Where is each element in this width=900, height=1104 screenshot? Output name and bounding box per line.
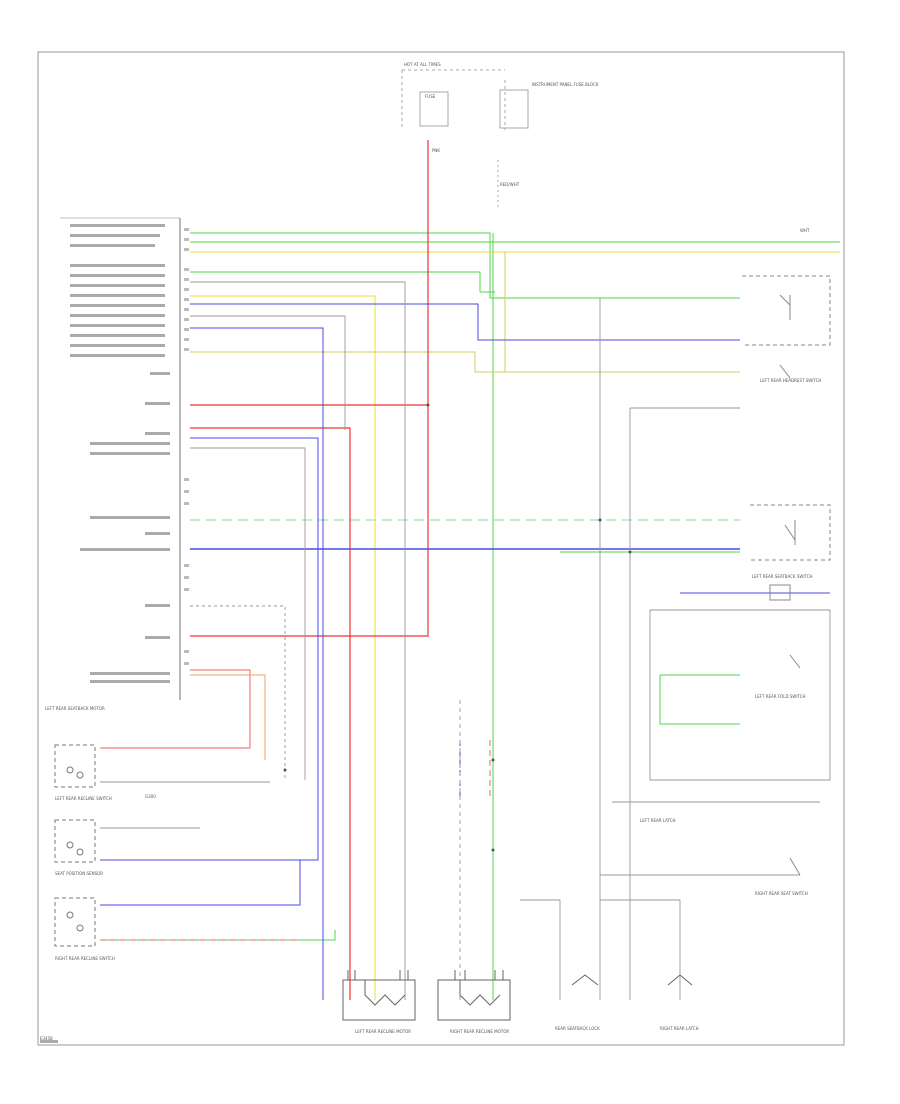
diagram-frame [37, 51, 845, 1046]
left-switches [54, 744, 96, 947]
fuse-label: FUSE [425, 94, 436, 99]
left-rear-recline-motor-label: LEFT REAR RECLINE MOTOR [355, 1029, 411, 1034]
right-rear-recline-switch-label: RIGHT REAR RECLINE SWITCH [55, 956, 115, 961]
red-wht-label: RED/WHT [500, 182, 520, 187]
left-rear-seatback-motor-label: SEAT POSITION SENSOR [55, 871, 103, 876]
right-components [742, 275, 831, 876]
left-rear-seatback-switch-label: LEFT REAR SEATBACK SWITCH [752, 574, 813, 579]
right-rear-seat-switch-label: RIGHT REAR SEAT SWITCH [755, 891, 808, 896]
fuse-block-area [401, 69, 529, 210]
bottom-motors [342, 970, 693, 1021]
wire-yellow [190, 251, 840, 1000]
left-rear-headrest-switch-label: LEFT REAR HEADREST SWITCH [760, 378, 821, 383]
wire-green [100, 232, 840, 1000]
seat-position-sensor-label: REAR SEATBACK LOCK [555, 1026, 600, 1031]
fuse-block-label: INSTRUMENT PANEL FUSE BLOCK [532, 82, 599, 87]
ground-label: G300 [145, 794, 156, 799]
pnk-label: PNK [432, 148, 440, 153]
wire-gray [100, 281, 831, 1000]
left-rear-latch-label: LEFT REAR LATCH [640, 818, 676, 823]
wire-red [100, 140, 491, 1000]
right-rear-recline-motor-label: RIGHT REAR RECLINE MOTOR [450, 1029, 509, 1034]
wire-orange [190, 674, 266, 760]
page-id-label: E3458 [40, 1036, 53, 1041]
wire-blue [100, 303, 830, 1000]
wht-label: WHT [800, 228, 810, 233]
hot-at-all-times-label: HOT AT ALL TIMES [404, 62, 441, 67]
splice-dots [283, 403, 632, 852]
seat-control-module [40, 217, 189, 1043]
left-rear-recline-switch-label: LEFT REAR RECLINE SWITCH [55, 796, 112, 801]
rear-seatback-lock-label: RIGHT REAR LATCH [660, 1026, 699, 1031]
left-rear-headrest-label: LEFT REAR SEATBACK MOTOR [45, 706, 105, 711]
left-rear-fold-switch-label: LEFT REAR FOLD SWITCH [755, 694, 806, 699]
